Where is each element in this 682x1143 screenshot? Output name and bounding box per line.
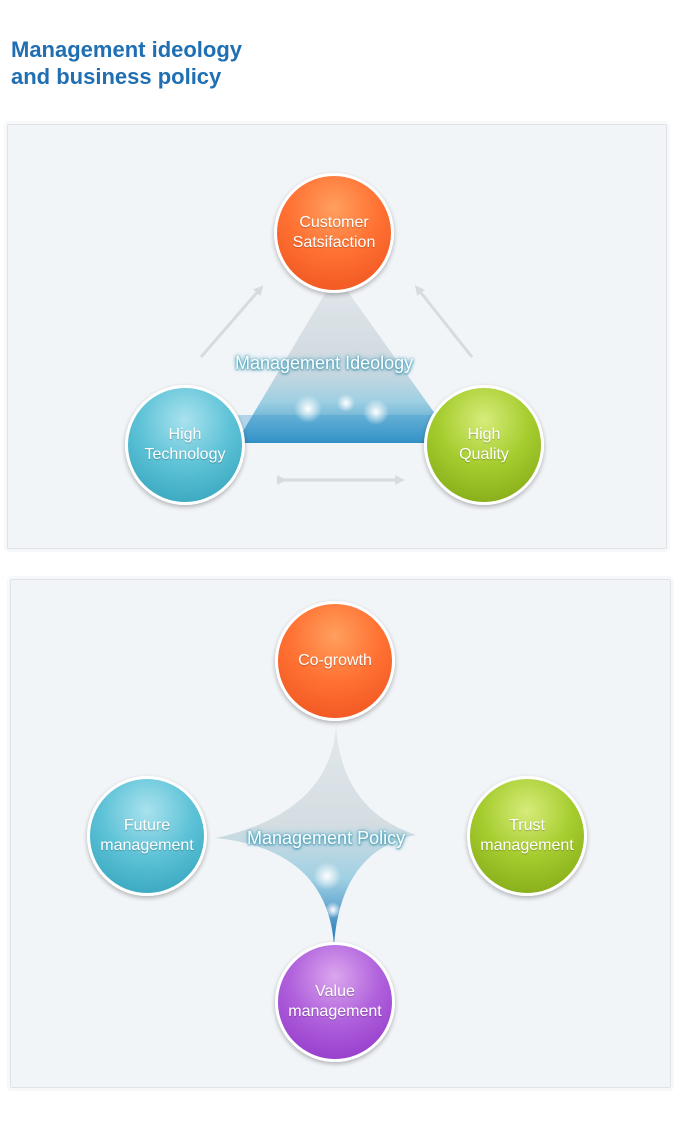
arrow-quality-to-satisfaction [414,285,474,358]
node-label: Technology [144,446,226,463]
high-quality-node: High Quality [424,385,544,505]
node-label: Co-growth [298,652,372,669]
policy-diagram-graphics [216,725,416,945]
node-label: Quality [459,446,509,463]
ideology-panel: Management Ideology Customer Satsifactio… [7,124,667,549]
node-label: High [467,426,501,443]
ideology-diagram-graphics [199,275,474,485]
ideology-center-label: Management Ideology [235,353,414,373]
page-title: Management ideology and business policy [11,36,242,90]
customer-satisfaction-node: Customer Satsifaction [274,173,394,293]
policy-light-spot [325,902,341,918]
node-label: Satsifaction [292,234,376,251]
ideology-triangle [236,275,456,443]
future-management-node: Future management [87,776,207,896]
policy-light-spot [313,862,341,890]
policy-star-shape [216,725,416,945]
node-label: management [288,1003,382,1020]
ideology-light-spot [337,394,355,412]
node-label: Trust [509,817,545,834]
node-label: management [480,837,574,854]
node-label: Value [315,983,355,1000]
page-title-line1: Management ideology [11,37,243,62]
page-title-line2: and business policy [11,64,222,89]
policy-panel: Management Policy Co-growth Future manag… [10,579,671,1088]
node-label: Future [123,817,171,834]
ideology-triangle-base-glow [238,415,458,441]
ideology-light-spot [294,395,322,423]
high-technology-node: High Technology [125,385,245,505]
co-growth-node: Co-growth [275,601,395,721]
trust-management-node: Trust management [467,776,587,896]
arrow-technology-to-satisfaction [199,285,264,358]
node-label: management [100,837,194,854]
policy-center-label: Management Policy [247,828,406,848]
node-label: High [168,426,202,443]
node-label: Customer [299,214,369,231]
ideology-light-spot [363,399,389,425]
value-management-node: Value management [275,942,395,1062]
